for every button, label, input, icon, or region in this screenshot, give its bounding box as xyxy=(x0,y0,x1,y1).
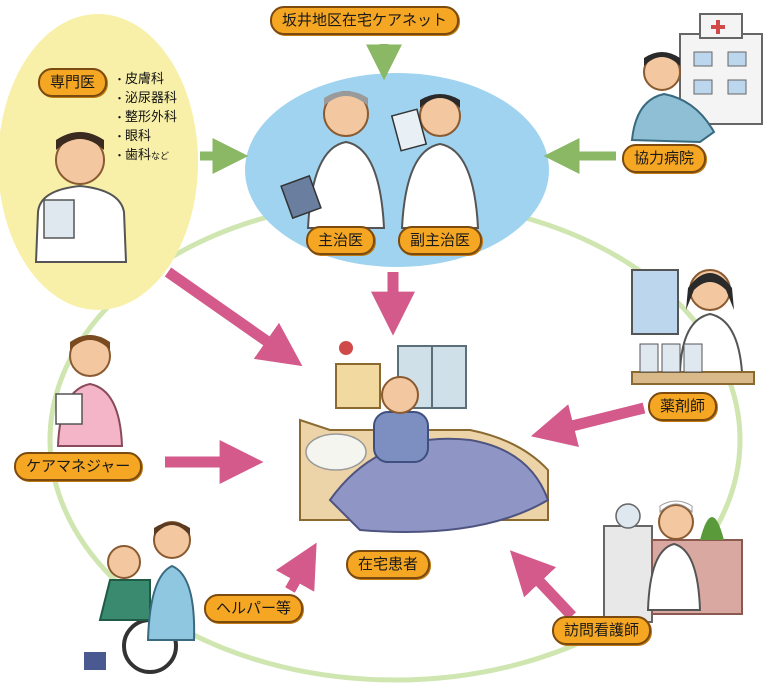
arrow-helper-to-patient xyxy=(275,542,317,593)
arrow-pharmacist-to-patient xyxy=(530,402,646,447)
secondary-doctor-label: 副主治医 xyxy=(398,226,483,255)
arrow-nurse-to-patient xyxy=(509,550,577,620)
patient-illustration xyxy=(299,341,550,533)
specialist-field-suffix: など xyxy=(151,152,170,162)
specialist-field: 整形外科 xyxy=(114,108,177,127)
title-label: 坂井地区在宅ケアネット xyxy=(270,6,460,35)
patient-label: 在宅患者 xyxy=(346,550,431,579)
specialist-field-list: 皮膚科 泌尿器科 整形外科 眼科 歯科など xyxy=(114,70,177,167)
primary-doctor-label: 主治医 xyxy=(306,226,376,255)
specialist-field: 泌尿器科 xyxy=(114,89,177,108)
visiting-nurse-label: 訪問看護師 xyxy=(552,616,652,645)
pharmacist-illustration xyxy=(631,269,755,385)
specialist-field: 歯科など xyxy=(114,146,177,167)
helper-illustration xyxy=(84,521,196,674)
arrow-specialist-to-patient xyxy=(164,267,303,367)
hospital-label: 協力病院 xyxy=(622,144,707,173)
care-manager-illustration xyxy=(55,335,124,447)
center-doctors-illustration xyxy=(280,91,480,229)
specialist-field-last: 歯科 xyxy=(125,148,152,163)
pharmacist-label: 薬剤師 xyxy=(648,392,718,421)
specialist-label: 専門医 xyxy=(38,68,108,97)
specialist-field: 皮膚科 xyxy=(114,70,177,89)
care-manager-label: ケアマネジャー xyxy=(14,452,143,481)
specialist-field: 眼科 xyxy=(114,127,177,146)
center-ellipse xyxy=(245,73,549,267)
hospital-illustration xyxy=(630,13,763,144)
specialist-doctor-illustration xyxy=(34,132,128,263)
helper-label: ヘルパー等 xyxy=(204,594,304,623)
